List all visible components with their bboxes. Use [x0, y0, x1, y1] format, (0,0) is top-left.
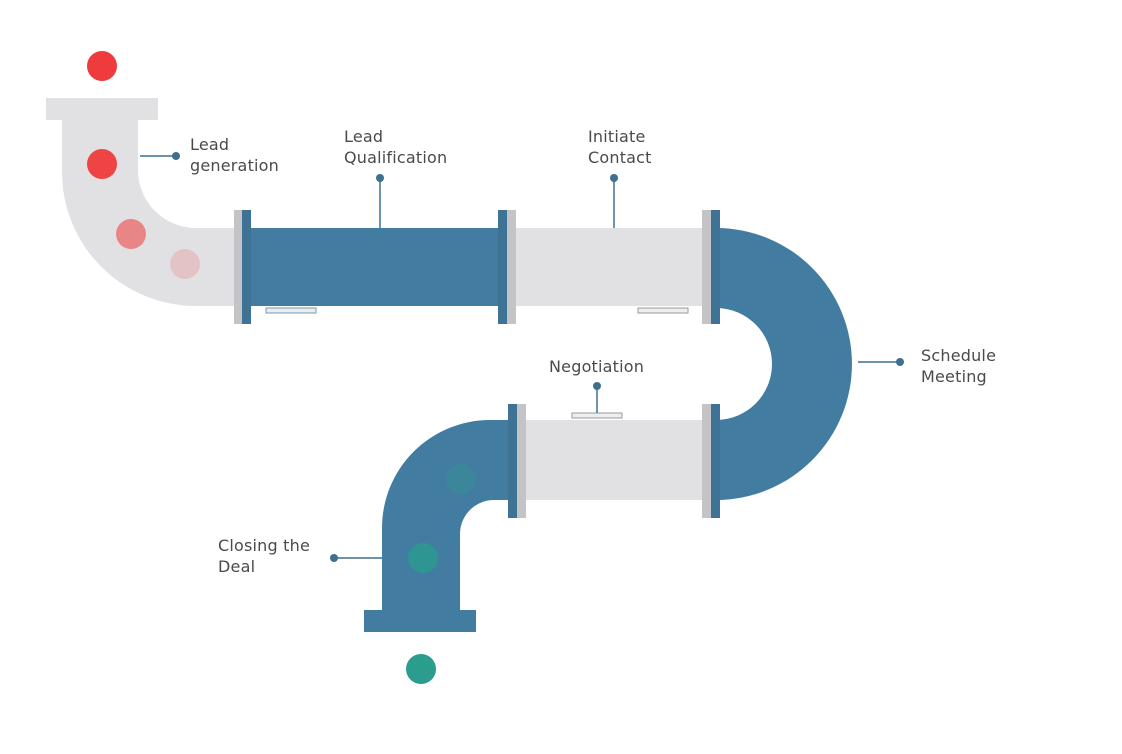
lead-ball: [170, 249, 200, 279]
flange: [508, 404, 517, 518]
label-line: Lead: [344, 127, 384, 146]
deal-ball: [446, 464, 476, 494]
connector-dots: [172, 152, 904, 562]
flange: [702, 404, 712, 518]
inlet-cap: [46, 98, 158, 120]
outlet-cap: [364, 610, 476, 632]
label-lead-qualification: Lead Qualification: [344, 126, 447, 168]
connector-dot: [896, 358, 904, 366]
label-negotiation: Negotiation: [549, 356, 644, 377]
label-lead-generation: Lead generation: [190, 134, 279, 176]
lead-qualification-pipe: [244, 228, 506, 306]
deal-ball: [408, 543, 438, 573]
connector-dot: [172, 152, 180, 160]
flange: [711, 210, 720, 324]
flange: [507, 210, 516, 324]
lead-ball: [87, 51, 117, 81]
label-line: Contact: [588, 148, 652, 167]
vent: [265, 307, 317, 314]
flange: [711, 404, 720, 518]
label-line: Initiate: [588, 127, 646, 146]
label-schedule-meeting: Schedule Meeting: [921, 345, 996, 387]
label-closing-the-deal: Closing the Deal: [218, 535, 310, 577]
inlet-elbow: [46, 98, 242, 306]
label-line: Closing the: [218, 536, 311, 555]
label-line: Lead: [190, 135, 230, 154]
initiate-contact-pipe: [514, 228, 710, 306]
lead-balls: [87, 51, 200, 279]
label-line: generation: [190, 156, 280, 175]
label-line: Negotiation: [549, 357, 645, 376]
deal-balls: [406, 464, 476, 684]
vent: [571, 412, 623, 419]
flange: [702, 210, 712, 324]
connector-dot: [376, 174, 384, 182]
label-initiate-contact: Initiate Contact: [588, 126, 652, 168]
label-line: Meeting: [921, 367, 987, 386]
connector-dot: [330, 554, 338, 562]
lead-ball: [87, 149, 117, 179]
closing-elbow-pipe: [382, 420, 512, 612]
flange: [242, 210, 251, 324]
connector-dot: [610, 174, 618, 182]
label-line: Deal: [218, 557, 256, 576]
label-line: Schedule: [921, 346, 997, 365]
connector-dot: [593, 382, 601, 390]
lead-ball: [116, 219, 146, 249]
label-line: Qualification: [344, 148, 448, 167]
vent: [637, 307, 689, 314]
flange: [498, 210, 507, 324]
flange: [234, 210, 244, 324]
schedule-meeting-bend: [716, 228, 852, 500]
deal-ball: [406, 654, 436, 684]
connectors: [140, 155, 900, 559]
flanges: [234, 210, 720, 518]
flange: [517, 404, 526, 518]
negotiation-pipe: [518, 420, 710, 500]
